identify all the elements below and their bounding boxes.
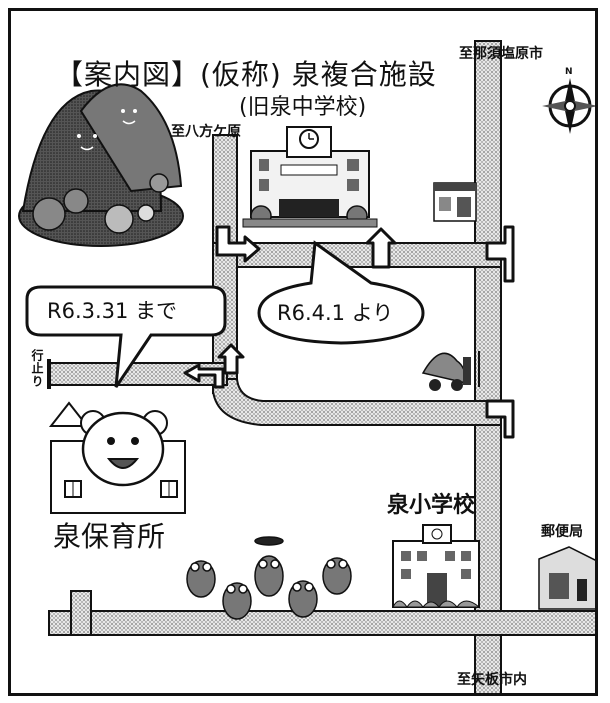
road-bottom-stub <box>70 590 92 636</box>
map-title: 【案内図】(仮称) 泉複合施設 <box>55 58 437 91</box>
post-office-icon <box>538 546 595 610</box>
map-frame: 【案内図】(仮称) 泉複合施設 (旧泉中学校) 至那須塩原市 至八方ケ原 至矢板… <box>8 8 598 696</box>
bubble-left-text: R6.3.31 まで <box>47 299 178 323</box>
road-upper-horizontal <box>212 242 502 268</box>
mountain-icon <box>18 83 184 247</box>
store-icon <box>433 182 477 222</box>
bubble-right-text: R6.4.1 より <box>277 301 394 325</box>
worksite-icon <box>421 351 480 391</box>
compass-icon <box>542 78 595 134</box>
elementary-school-label: 泉小学校 <box>387 493 476 518</box>
road-lower-curve <box>212 378 502 426</box>
compass-north-label: N <box>565 67 573 77</box>
post-office-label: 郵便局 <box>541 524 583 540</box>
map-subtitle: (旧泉中学校) <box>239 95 367 120</box>
direction-yaitashinai: 至矢板市内 <box>457 672 527 688</box>
bubble-left <box>25 285 227 388</box>
nursery-label: 泉保育所 <box>53 520 166 553</box>
dead-end-label: 行止り <box>30 349 44 388</box>
map-canvas <box>18 40 595 693</box>
bear-mascot-icon <box>48 401 186 514</box>
road-arrow-icon <box>183 225 515 439</box>
bubble-right <box>257 240 425 345</box>
road-bottom <box>48 610 595 636</box>
frog-icon <box>186 536 352 620</box>
school-icon <box>392 524 481 608</box>
direction-hachihogahara: 至八方ケ原 <box>171 124 241 140</box>
clock-building-icon <box>242 126 378 228</box>
direction-nasushiobara: 至那須塩原市 <box>459 46 543 62</box>
